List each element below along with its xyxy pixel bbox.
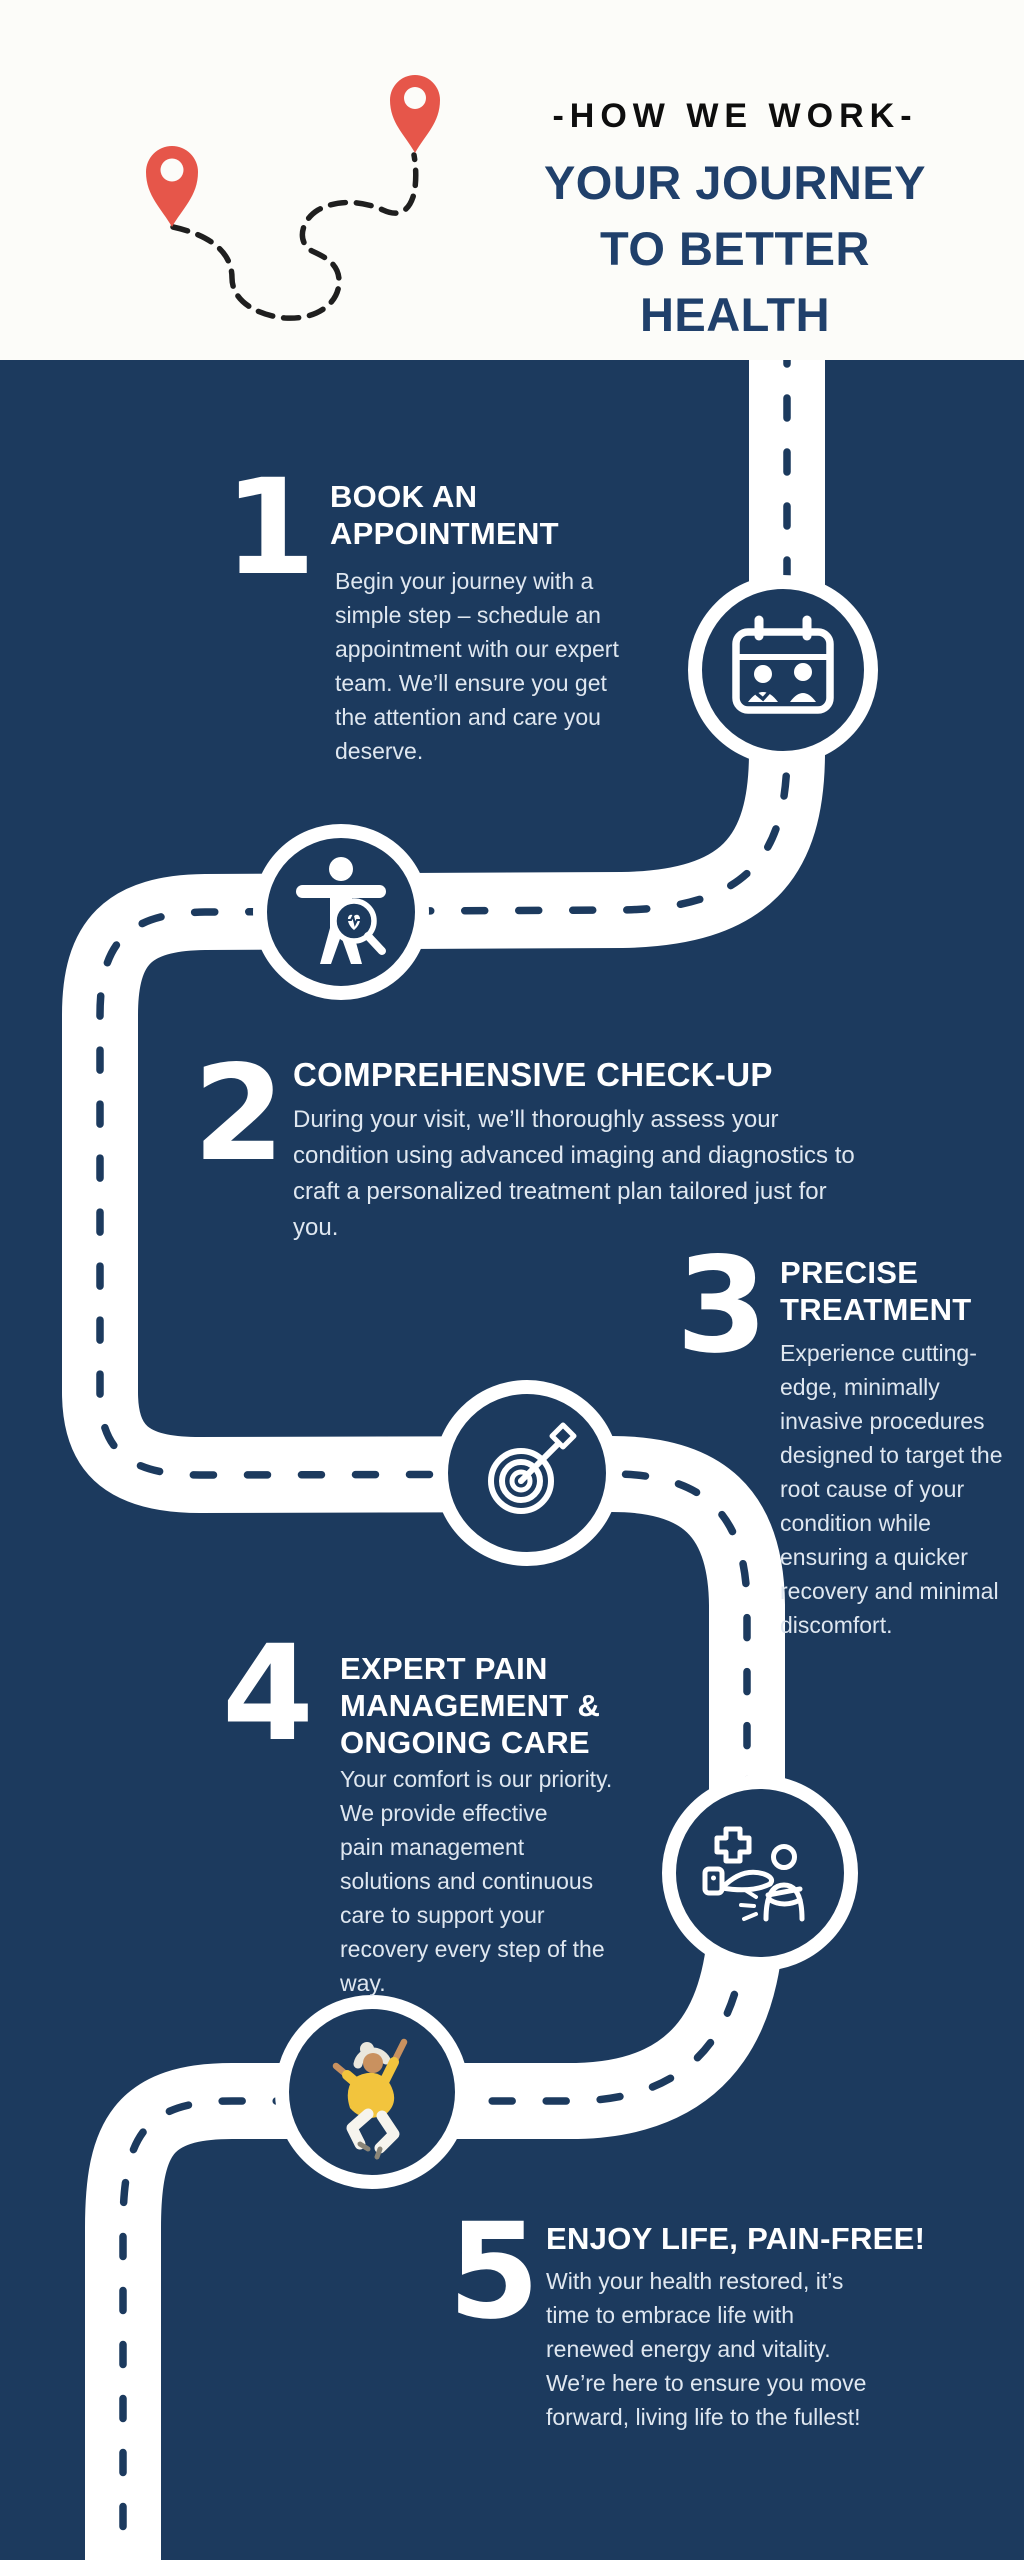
step-3-title: PRECISE TREATMENT	[780, 1255, 972, 1327]
step-1-circle	[688, 575, 878, 765]
body-checkup-icon	[296, 857, 386, 964]
calendar-appointment-icon	[732, 615, 834, 714]
header: -HOW WE WORK- YOUR JOURNEY TO BETTER HEA…	[0, 0, 1024, 360]
step-5-number: 5	[448, 2195, 540, 2349]
step-5-body: With your health restored, it’s time to …	[546, 2268, 867, 2430]
page-title-line-3: HEALTH	[639, 288, 831, 341]
step-4-title: EXPERT PAIN MANAGEMENT & ONGOING CARE	[340, 1651, 601, 1760]
step-2-title: COMPREHENSIVE CHECK-UP	[293, 1056, 773, 1093]
page-title-line-1: YOUR JOURNEY	[543, 156, 927, 209]
header-eyebrow: -HOW WE WORK-	[552, 97, 918, 135]
step-5-title: ENJOY LIFE, PAIN-FREE!	[546, 2221, 926, 2256]
map-pins-illustration	[146, 75, 440, 321]
step-1-body: Begin your journey with a simple step – …	[335, 568, 619, 764]
step-3-number: 3	[676, 1229, 768, 1383]
jumping-person-icon	[332, 2038, 408, 2160]
page-title: YOUR JOURNEY TO BETTER HEALTH	[480, 150, 990, 348]
road-center-dashes	[96, 348, 791, 2560]
map-pin-right-icon	[390, 75, 440, 153]
header-title-block: -HOW WE WORK- YOUR JOURNEY TO BETTER HEA…	[480, 96, 990, 348]
care-support-icon	[702, 1826, 805, 1922]
step-1-title: BOOK AN APPOINTMENT	[330, 479, 559, 551]
step-2-body: During your visit, we’ll thoroughly asse…	[293, 1106, 855, 1241]
target-dart-icon	[488, 1422, 577, 1514]
step-4-body: Your comfort is our priority. We provide…	[340, 1766, 613, 1996]
map-pin-left-icon	[146, 146, 198, 227]
pins-dashed-route	[170, 152, 419, 321]
step-4-number: 4	[222, 1617, 314, 1771]
page-title-line-2: TO BETTER	[600, 222, 870, 275]
step-2-number: 2	[193, 1037, 285, 1191]
step-1-number: 1	[224, 451, 316, 605]
step-3-body: Experience cutting- edge, minimally inva…	[780, 1340, 1003, 1638]
